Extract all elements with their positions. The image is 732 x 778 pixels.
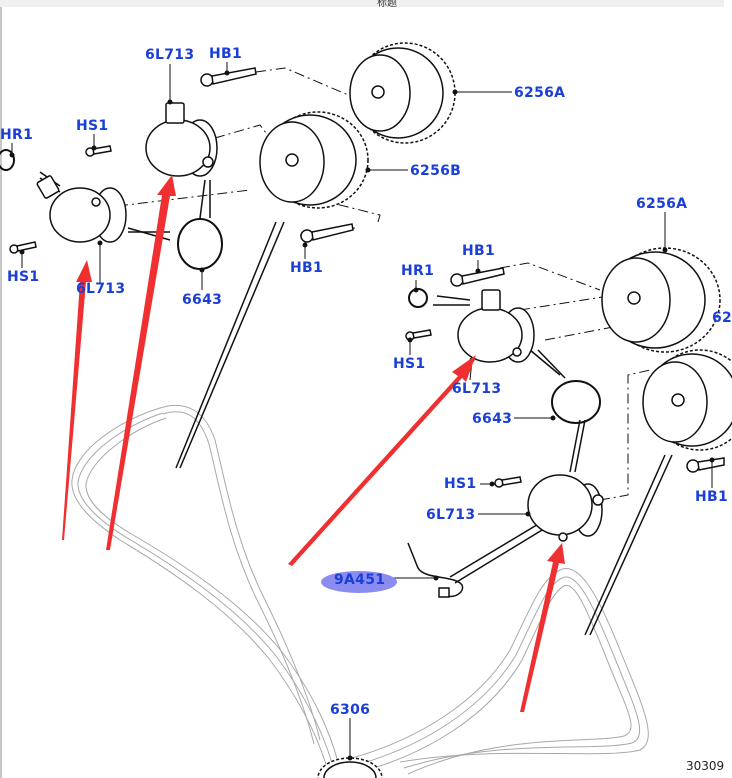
window-title-bar: 标题 [0,0,724,9]
red-arrow-bottom [520,543,565,712]
highlight-9a451 [321,571,397,593]
vvt-solenoid-right [457,289,535,363]
callout-62-cut: 62 [712,310,732,326]
callout-9a451: 9A451 [334,572,386,588]
window-border [0,7,2,778]
vvt-solenoid-left [36,175,127,243]
callout-6l713-bottom: 6L713 [426,507,476,523]
vvt-solenoid-top [145,102,218,177]
bolt-hs1-top [85,145,112,157]
ring-hr1-left [0,149,15,171]
sprocket-6256a-top [349,42,456,144]
callout-6l713-right: 6L713 [452,381,502,397]
seal-6643-left [177,218,223,270]
callout-hr1-right: HR1 [401,263,435,279]
bolt-hb1-mid [300,223,354,243]
red-arrow-left [62,260,92,540]
callout-6256a-right: 6256A [636,196,688,212]
bolts [9,67,725,488]
callout-hr1-left: HR1 [0,127,34,143]
sprocket-6306 [317,757,383,778]
seal-6643-right [551,380,601,424]
callout-6643-right: 6643 [472,411,513,427]
callout-hb1-right: HB1 [462,243,496,259]
red-annotation-arrows [62,175,565,712]
leader-lines [39,171,673,636]
callout-hs1-bottom: HS1 [444,476,477,492]
sensor-harness-9a451 [407,542,464,598]
callout-6l713-left: 6L713 [76,281,126,297]
callout-hs1-right: HS1 [393,356,426,372]
timing-chain [71,404,649,778]
bolt-hs1-right [405,329,432,341]
window-title: 标题 [377,0,397,9]
red-arrow-top [106,175,176,550]
ring-hr1-right [408,288,428,308]
sprocket-right-lower [642,349,732,451]
diagram-reference-number: 30309 [686,759,725,773]
bolt-hs1-bottom [494,476,522,488]
sprocket-6256a-right [601,247,721,353]
callout-hs1-top: HS1 [76,118,109,134]
sprocket-6256b [259,111,369,209]
callout-hb1-mid: HB1 [290,260,324,276]
bolt-hb1-right [450,267,505,287]
callout-6l713-top: 6L713 [145,47,195,63]
bolt-hs1-left [9,241,37,254]
callout-hs1-left: HS1 [7,269,40,285]
callout-6256a-top: 6256A [514,85,566,101]
callout-6256b: 6256B [410,163,462,179]
callout-hb1-top: HB1 [209,46,243,62]
bolt-hb1-top [200,67,257,87]
callout-6306: 6306 [330,702,371,718]
vvt-solenoid-bottom [527,474,604,542]
callout-6643-left: 6643 [182,292,223,308]
red-arrow-right [288,355,476,566]
bolt-hb1-far-right [686,457,725,473]
callout-hb1-far-right: HB1 [695,489,729,505]
